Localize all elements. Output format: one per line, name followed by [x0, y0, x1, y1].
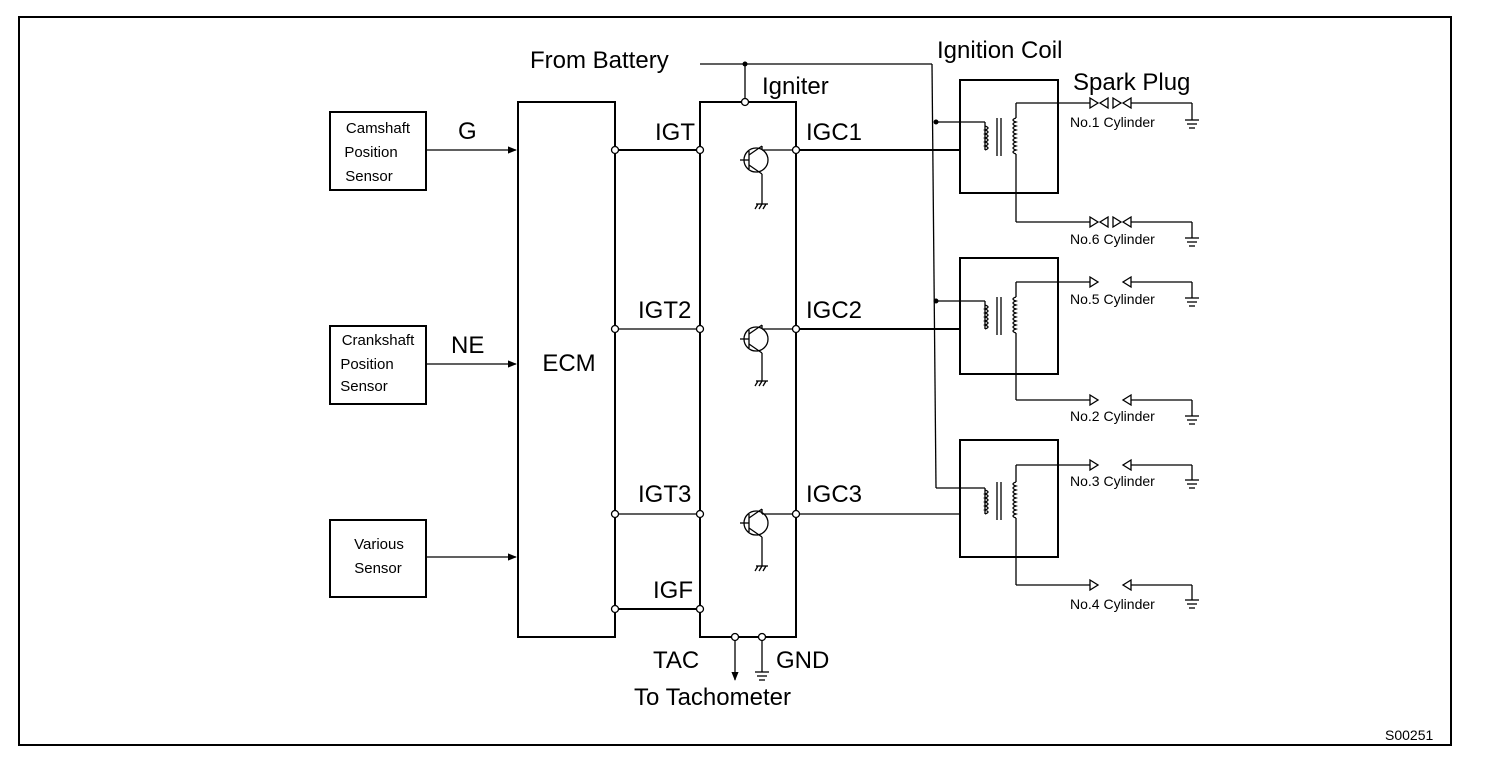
- coil-feed-line: [931, 63, 937, 489]
- ecm-label: ECM: [542, 350, 595, 377]
- igc3-terminal: [791, 509, 801, 519]
- battery-junction: [742, 61, 748, 67]
- spark-plug-no2-icon: [1089, 393, 1199, 425]
- spark-plug-label: Spark Plug: [1073, 69, 1190, 96]
- igt3-label: IGT3: [638, 481, 691, 508]
- ecm-box: [517, 101, 616, 638]
- igt-label: IGT: [655, 119, 695, 146]
- tac-label: TAC: [653, 647, 699, 674]
- various-sensor-label-2: Sensor: [354, 560, 402, 577]
- gnd-terminal: [757, 632, 767, 642]
- figure-frame: [18, 16, 1452, 746]
- g-signal-label: G: [458, 118, 477, 145]
- crankshaft-sensor-label-3: Sensor: [340, 378, 388, 395]
- camshaft-sensor-label-1: Camshaft: [346, 120, 411, 137]
- cylinder-no2-label: No.2 Cylinder: [1070, 408, 1155, 424]
- camshaft-sensor-label-2: Position: [344, 144, 397, 161]
- igniter-igf-terminal: [695, 604, 705, 614]
- igt2-label: IGT2: [638, 297, 691, 324]
- various-sensor-box: [329, 519, 427, 598]
- igc1-label: IGC1: [806, 119, 862, 146]
- ecm-igt2-terminal: [610, 324, 620, 334]
- camshaft-sensor-box: [329, 111, 427, 191]
- igc3-label: IGC3: [806, 481, 862, 508]
- crankshaft-sensor-label-1: Crankshaft: [342, 332, 415, 349]
- transistor-3-icon: [740, 508, 769, 572]
- cylinder-no5-label: No.5 Cylinder: [1070, 291, 1155, 307]
- crankshaft-sensor-label-2: Position: [340, 356, 393, 373]
- spark-plug-no4-icon: [1089, 578, 1199, 609]
- igniter-igt2-terminal: [695, 324, 705, 334]
- gnd-label: GND: [776, 647, 829, 674]
- igniter-igt3-terminal: [695, 509, 705, 519]
- to-tachometer-label: To Tachometer: [634, 684, 791, 711]
- figure-id-label: S00251: [1385, 727, 1433, 743]
- transistor-1-icon: [740, 145, 769, 210]
- cylinder-no3-label: No.3 Cylinder: [1070, 473, 1155, 489]
- igniter-igt-terminal: [695, 145, 705, 155]
- ecm-igt-terminal: [610, 145, 620, 155]
- ignition-coil-label: Ignition Coil: [937, 37, 1062, 64]
- spark-plug-no5-icon: [1089, 275, 1199, 307]
- igniter-box: [699, 101, 797, 638]
- ne-signal-label: NE: [451, 332, 484, 359]
- spark-plug-no6-icon: [1089, 215, 1199, 247]
- ignition-coil-3: [936, 439, 1090, 586]
- camshaft-sensor-label-3: Sensor: [345, 168, 393, 185]
- crankshaft-sensor-box: [329, 325, 427, 405]
- cylinder-no1-label: No.1 Cylinder: [1070, 114, 1155, 130]
- spark-plug-no1-icon: [1089, 96, 1199, 129]
- tac-terminal: [730, 632, 740, 642]
- spark-plug-no3-icon: [1089, 458, 1199, 489]
- igc2-label: IGC2: [806, 297, 862, 324]
- igf-label: IGF: [653, 577, 693, 604]
- igc1-terminal: [791, 145, 801, 155]
- ignition-coil-2: [933, 257, 1090, 401]
- transistor-2-icon: [740, 324, 769, 387]
- ecm-igf-terminal: [610, 604, 620, 614]
- cylinder-no4-label: No.4 Cylinder: [1070, 596, 1155, 612]
- ecm-igt3-terminal: [610, 509, 620, 519]
- cylinder-no6-label: No.6 Cylinder: [1070, 231, 1155, 247]
- igniter-battery-terminal: [740, 97, 750, 107]
- igc2-terminal: [791, 324, 801, 334]
- ignition-coil-1: [933, 79, 1090, 223]
- from-battery-label: From Battery: [530, 47, 669, 74]
- various-sensor-label-1: Various: [354, 536, 404, 553]
- igniter-label: Igniter: [762, 73, 829, 100]
